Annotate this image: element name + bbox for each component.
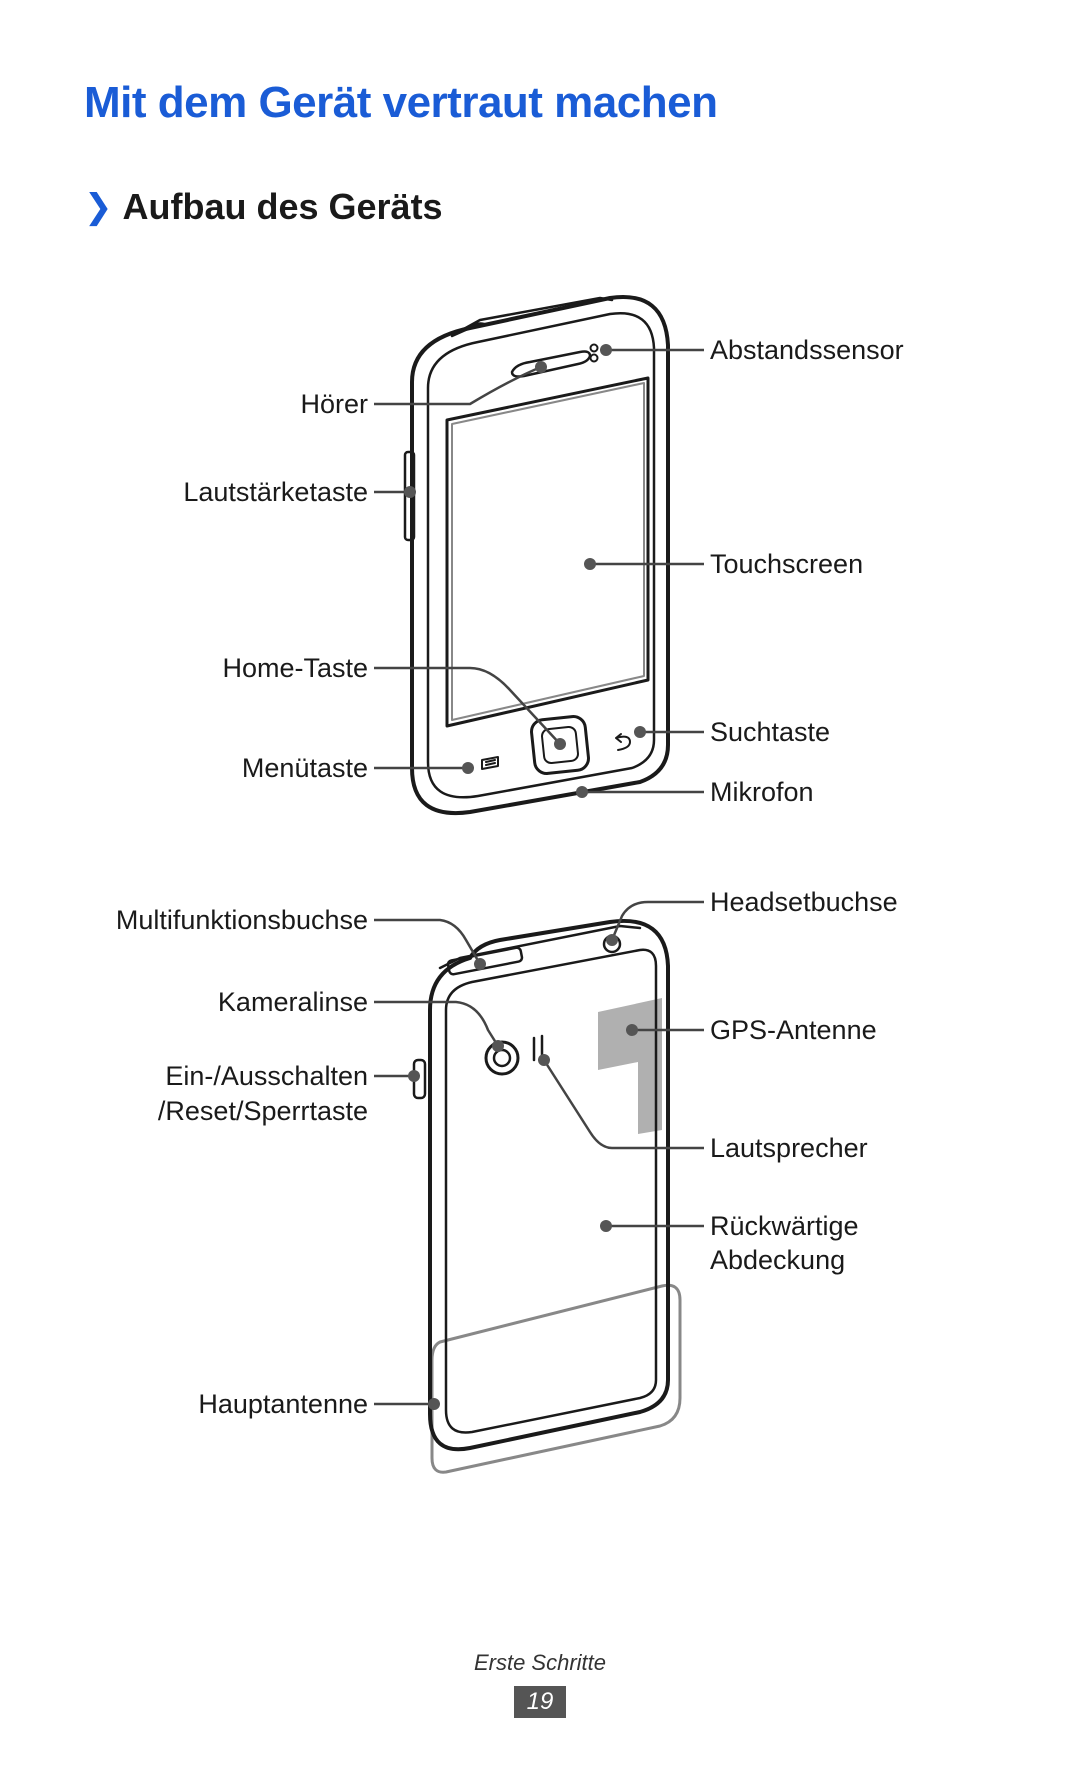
front-callouts <box>374 348 704 794</box>
label-kameralinse: Kameralinse <box>217 987 368 1017</box>
front-phone-illustration <box>403 295 670 815</box>
label-touchscreen: Touchscreen <box>710 549 864 579</box>
front-top-jack <box>468 322 486 330</box>
dot-rueckwaertige <box>600 1220 612 1232</box>
dot-suchtaste <box>634 726 646 738</box>
dot-headsetbuchse <box>606 934 618 946</box>
back-callouts <box>374 900 704 1406</box>
proximity-sensor-dot <box>589 343 599 353</box>
label-headsetbuchse: Headsetbuchse <box>710 887 898 917</box>
label-home-taste: Home-Taste <box>222 653 368 683</box>
dot-ein-ausschalten <box>408 1070 420 1082</box>
back-key-shape <box>615 733 631 751</box>
front-callout-dots <box>404 344 646 798</box>
section-heading: ❯ Aufbau des Geräts <box>84 186 443 228</box>
screen-inner <box>451 382 645 721</box>
dot-mikrofon <box>576 786 588 798</box>
proximity-sensor-dot-2 <box>589 353 599 363</box>
speaker-grille-shape <box>532 1034 544 1062</box>
menu-key-shape <box>481 756 499 770</box>
label-hauptantenne: Hauptantenne <box>198 1389 368 1419</box>
dot-multifunktionsbuchse <box>474 958 486 970</box>
callout-hoerer <box>374 365 542 406</box>
dot-lautsprecher <box>538 1054 550 1066</box>
label-lautstaerketaste: Lautstärketaste <box>183 477 368 507</box>
label-abstandssensor: Abstandssensor <box>710 335 904 365</box>
back-phone-illustration <box>412 919 682 1474</box>
dot-touchscreen <box>584 558 596 570</box>
dot-lautstaerketaste <box>404 486 416 498</box>
dot-home-taste <box>554 738 566 750</box>
main-antenna-region <box>430 1283 682 1474</box>
label-ein-ausschalten: Ein-/Ausschalten <box>165 1061 368 1091</box>
back-top-edge <box>438 924 642 970</box>
callout-home-taste <box>374 666 561 745</box>
screen-frame <box>445 376 650 728</box>
earpiece-shape <box>510 350 592 378</box>
home-button-inner <box>541 726 579 764</box>
page-number: 19 <box>514 1686 566 1718</box>
callout-headsetbuchse <box>610 900 704 941</box>
dot-hoerer <box>535 361 547 373</box>
back-callout-dots <box>408 934 638 1410</box>
dot-hauptantenne <box>428 1398 440 1410</box>
label-suchtaste: Suchtaste <box>710 717 831 747</box>
label-multifunktionsbuchse: Multifunktionsbuchse <box>115 905 368 935</box>
label-hoerer: Hörer <box>300 389 368 419</box>
multifunction-port-shape <box>446 946 524 976</box>
callout-kameralinse <box>374 1000 500 1047</box>
footer-section-name: Erste Schritte <box>473 1650 607 1675</box>
front-body-outer <box>410 295 670 815</box>
section-heading-text: Aufbau des Geräts <box>122 186 443 227</box>
label-abdeckung: Abdeckung <box>710 1245 846 1275</box>
callout-multifunktionsbuchse <box>374 918 482 965</box>
label-menuetaste: Menütaste <box>241 753 368 783</box>
front-top-edge <box>450 296 614 338</box>
label-reset-sperrtaste: /Reset/Sperrtaste <box>157 1096 368 1126</box>
back-body-outer <box>428 919 670 1452</box>
label-rueckwaertige: Rückwärtige <box>710 1211 859 1241</box>
gps-antenna-region <box>598 998 662 1134</box>
page-title: Mit dem Gerät vertraut machen <box>84 78 718 127</box>
dot-gps-antenne <box>626 1024 638 1036</box>
home-button-shape <box>530 715 590 775</box>
dot-menuetaste <box>462 762 474 774</box>
dot-kameralinse <box>492 1040 504 1052</box>
label-mikrofon: Mikrofon <box>710 777 814 807</box>
camera-lens-inner <box>492 1048 512 1068</box>
front-body-inner <box>426 311 656 799</box>
chevron-right-icon: ❯ <box>84 188 113 226</box>
dot-abstandssensor <box>600 344 612 356</box>
label-gps-antenne: GPS-Antenne <box>710 1015 877 1045</box>
callout-lautsprecher <box>542 1059 704 1150</box>
label-lautsprecher: Lautsprecher <box>710 1133 868 1163</box>
